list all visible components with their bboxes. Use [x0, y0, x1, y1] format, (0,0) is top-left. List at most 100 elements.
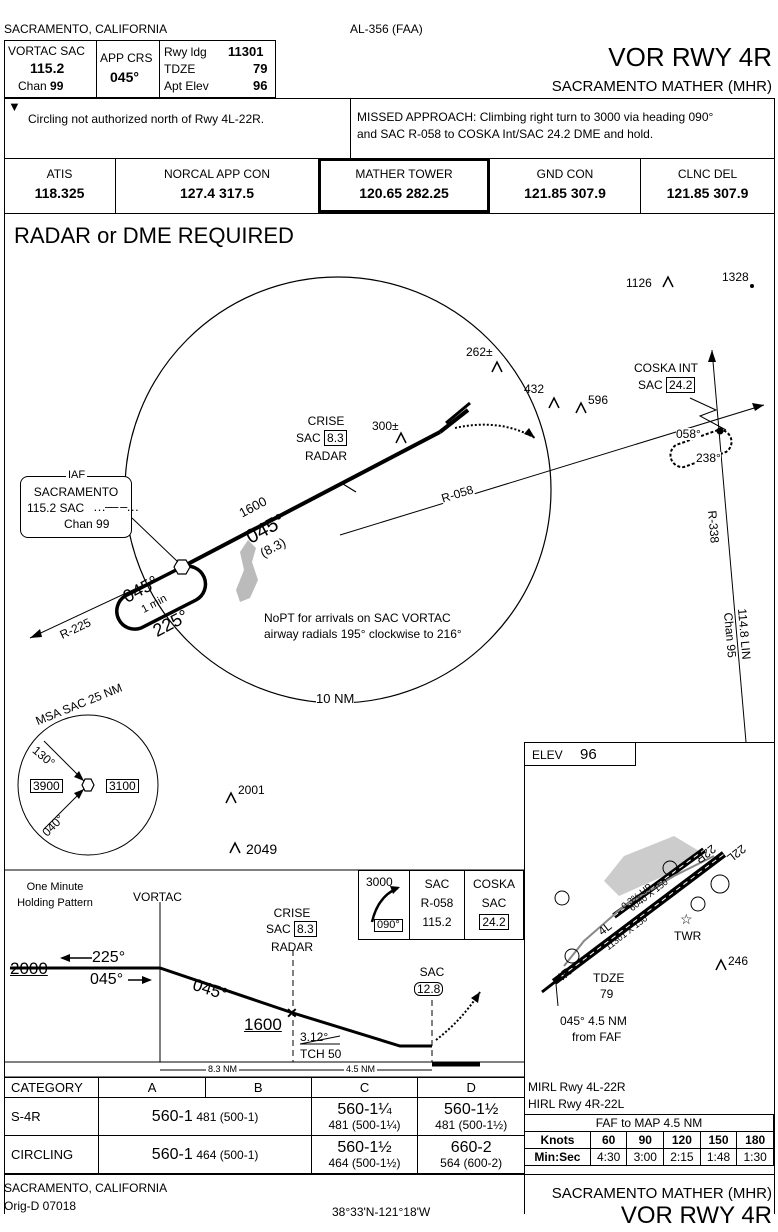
- crise-fix: SAC 8.3: [296, 430, 347, 446]
- iaf-info-box: [20, 476, 132, 538]
- minsec-label: Min:Sec: [524, 1148, 591, 1166]
- vortac-chan: Chan 99: [18, 79, 64, 93]
- elev-box: [524, 742, 636, 766]
- missed-holding-pattern: [669, 428, 733, 469]
- time-60: 4:30: [589, 1148, 628, 1166]
- profile-alt-1600: 1600: [244, 1015, 282, 1034]
- profile-crs-045: 045°: [90, 971, 124, 988]
- profile-crise-fix: SAC 8.3: [266, 921, 317, 937]
- hirl-note: HIRL Rwy 4R-22L: [528, 1097, 625, 1111]
- apt-elev: 96: [253, 78, 268, 93]
- rwy-ldg: 11301: [228, 44, 264, 59]
- ma-coska-dme: 24.2: [464, 914, 524, 930]
- cat-b: B: [204, 1077, 312, 1098]
- apron-area: [604, 836, 699, 896]
- missed-approach-line2: and SAC R-058 to COSKA Int/SAC 24.2 DME …: [357, 127, 654, 141]
- crise-x-icon: ✕: [286, 1005, 298, 1021]
- cat-d: D: [417, 1077, 525, 1098]
- profile-gs: 3.12°: [300, 1030, 329, 1044]
- vortac-label: VORTAC SAC: [8, 44, 85, 58]
- comm-clnc-name: CLNC DEL: [677, 167, 738, 181]
- footer-orig: Orig-D 07018: [4, 1199, 77, 1213]
- profile-missed-path: [435, 991, 481, 1041]
- ma-heading: 090°: [374, 919, 403, 932]
- radar-dme-required: RADAR or DME REQUIRED: [14, 223, 294, 248]
- obstacle-1328-icon: [750, 284, 754, 288]
- tdze: 79: [253, 61, 268, 76]
- obs-300: 300±: [372, 419, 399, 433]
- circling-note: Circling not authorized north of Rwy 4L-…: [28, 112, 265, 126]
- ma-coska: COSKA: [472, 877, 515, 891]
- faf-map-table: FAF to MAP 4.5 NM Knots 60 90 120 150 18…: [524, 1114, 774, 1214]
- comm-app-freq: 127.4 317.5: [180, 185, 254, 201]
- obstacle-2049-icon: [229, 841, 241, 854]
- obstacle-2001-icon: [225, 791, 237, 804]
- missed-approach-line1: MISSED APPROACH: Climbing right turn to …: [357, 110, 714, 124]
- comm-atis-freq: 118.325: [34, 185, 85, 201]
- cat-a: A: [98, 1077, 206, 1098]
- final-approach-course: [181, 430, 441, 569]
- obstacle-262-icon: [491, 360, 503, 373]
- knots-label: Knots: [524, 1131, 591, 1149]
- missed-approach-path: [454, 423, 536, 439]
- profile-dist-1: 8.3 NM: [206, 1064, 240, 1074]
- msa-3900: 3900: [30, 779, 63, 793]
- time-90: 3:00: [626, 1148, 665, 1166]
- s4r-label: S-4R: [3, 1097, 100, 1136]
- iaf-vortac-icon: [173, 559, 191, 575]
- app-crs-label: APP CRS: [100, 51, 153, 65]
- iaf-chan: Chan 99: [64, 517, 110, 531]
- takeoff-symbol-icon: ▼: [8, 99, 21, 114]
- time-180: 1:30: [736, 1148, 774, 1166]
- procedure-id: AL-356 (FAA): [350, 22, 423, 36]
- airport-name: SACRAMENTO MATHER (MHR): [551, 78, 772, 95]
- footer-title: VOR RWY 4R: [620, 1202, 772, 1229]
- ma-freq: 115.2: [422, 915, 452, 929]
- time-150: 1:48: [699, 1148, 738, 1166]
- r338-radial: [711, 349, 747, 743]
- runway-4r-22l: [551, 851, 727, 985]
- circ-ab: 560-1 464 (500-1): [98, 1135, 312, 1174]
- knots-150: 150: [699, 1131, 738, 1149]
- coska-lead-zigzag: [689, 397, 727, 431]
- circling-label: CIRCLING: [3, 1135, 100, 1174]
- ring-10nm-label: 10 NM: [316, 691, 355, 706]
- profile-alt-2000: 2000: [10, 959, 48, 978]
- hold-238: 238°: [696, 451, 721, 465]
- time-120: 2:15: [663, 1148, 701, 1166]
- app-crs: 045°: [110, 69, 139, 85]
- ma-coska-sac: SAC: [481, 896, 507, 910]
- iaf-freq: 115.2 SAC: [27, 501, 85, 515]
- apt-elev-label: Apt Elev: [164, 79, 209, 93]
- faf-note-line2: from FAF: [572, 1030, 622, 1044]
- profile-crise: CRISE: [273, 906, 311, 920]
- tower-label: TWR: [674, 929, 702, 943]
- hold-title-1: One Minute: [26, 881, 84, 893]
- header-location: SACRAMENTO, CALIFORNIA: [4, 22, 168, 36]
- tdze-label: TDZE: [164, 62, 196, 76]
- obstacle-432-icon: [548, 396, 560, 409]
- comm-atis-name: ATIS: [46, 167, 73, 181]
- profile-crise-radar: RADAR: [270, 940, 313, 954]
- footer-coords: 38°33'N-121°18'W: [332, 1205, 431, 1219]
- coska-fix: SAC 24.2: [638, 377, 696, 393]
- minimums-table: CATEGORY A B C D S-4R 560-1 481 (500-1) …: [3, 1077, 525, 1174]
- ma-alt: 3000: [366, 875, 393, 889]
- obs-2049: 2049: [246, 841, 278, 857]
- diagram-tdze-label: TDZE: [593, 971, 625, 985]
- obs-432: 432: [524, 382, 545, 396]
- iaf-label: IAF: [66, 469, 88, 481]
- tower-highlight-box: [318, 158, 490, 213]
- obstacle-1126-icon: [662, 275, 674, 288]
- comm-gnd-name: GND CON: [536, 167, 594, 181]
- diagram-tdze: 79: [600, 987, 614, 1001]
- iaf-name: SACRAMENTO: [33, 485, 119, 499]
- obstacle-596-icon: [575, 401, 587, 414]
- rwy-box: [159, 40, 276, 98]
- elev-label: ELEV: [532, 748, 563, 762]
- s4r-ab: 560-1 481 (500-1): [98, 1097, 312, 1136]
